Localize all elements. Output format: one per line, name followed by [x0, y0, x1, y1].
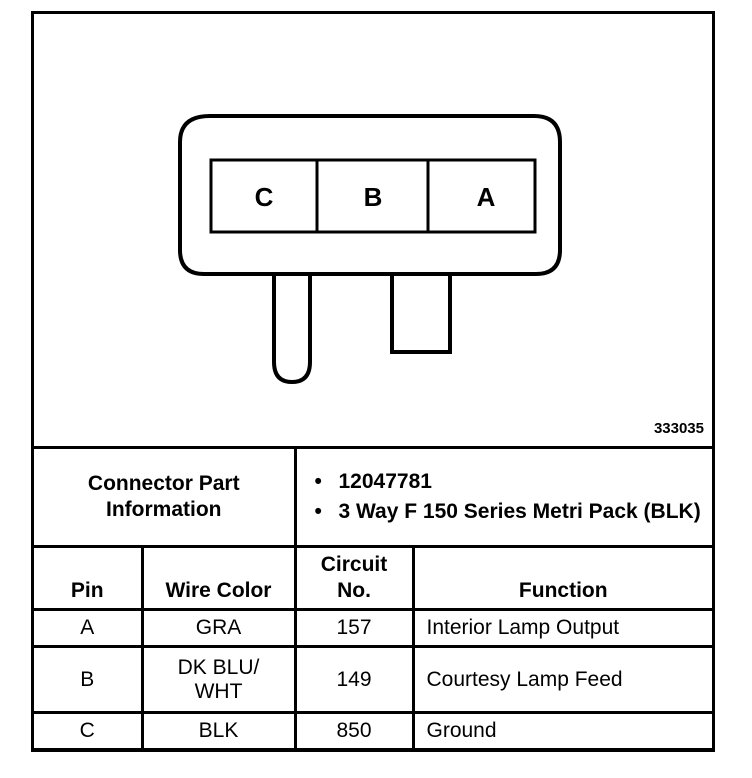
locking-tab-round	[272, 276, 312, 385]
row-wire-color: DK BLU/ WHT	[140, 645, 297, 714]
row-function: Ground	[411, 711, 712, 751]
connector-part-label-line1: Connector Part	[87, 472, 240, 495]
header-circuit-line2: No.	[337, 579, 371, 602]
connector-part-label-line2: Information	[106, 498, 222, 521]
cavity-label-c: C	[255, 182, 274, 212]
table-row: B DK BLU/ WHT 149 Courtesy Lamp Feed	[34, 645, 712, 714]
row-pin: A	[34, 608, 144, 648]
row-function: Courtesy Lamp Feed	[411, 645, 712, 714]
connector-diagram: C B A	[178, 114, 562, 385]
row-circuit: 149	[293, 645, 415, 714]
connector-part-table: Connector Part Information 12047781 3 Wa…	[34, 446, 712, 548]
row-pin: C	[34, 711, 144, 751]
row-wire-color-line1: DK BLU/	[177, 655, 260, 679]
row-circuit: 850	[293, 711, 415, 751]
figure-id: 333035	[653, 420, 704, 437]
table-row: C BLK 850 Ground	[34, 711, 712, 751]
row-wire-color-line2: WHT	[194, 679, 243, 703]
row-wire-color: BLK	[140, 711, 297, 751]
part-number: 12047781	[315, 467, 705, 497]
connector-part-details: 12047781 3 Way F 150 Series Metri Pack (…	[293, 446, 712, 548]
pin-cavities	[209, 158, 537, 234]
part-description: 3 Way F 150 Series Metri Pack (BLK)	[315, 497, 705, 527]
connector-part-label: Connector Part Information	[34, 446, 297, 548]
connector-sheet: C B A 333035 Connector Part Information …	[31, 11, 715, 752]
header-pin: Pin	[34, 545, 144, 611]
pin-table: Pin Wire Color Circuit No. Function A GR…	[34, 545, 712, 751]
locking-tab-square	[390, 276, 452, 354]
header-function: Function	[411, 545, 712, 611]
cavity-label-b: B	[364, 182, 383, 212]
row-function: Interior Lamp Output	[411, 608, 712, 648]
pin-table-header: Pin Wire Color Circuit No. Function	[34, 545, 712, 611]
connector-body	[178, 114, 562, 276]
table-row: A GRA 157 Interior Lamp Output	[34, 608, 712, 648]
header-wire-color: Wire Color	[140, 545, 297, 611]
row-pin: B	[34, 645, 144, 714]
cavity-label-a: A	[477, 182, 496, 212]
header-circuit: Circuit No.	[293, 545, 415, 611]
row-circuit: 157	[293, 608, 415, 648]
row-wire-color: GRA	[140, 608, 297, 648]
header-circuit-line1: Circuit	[320, 553, 388, 576]
